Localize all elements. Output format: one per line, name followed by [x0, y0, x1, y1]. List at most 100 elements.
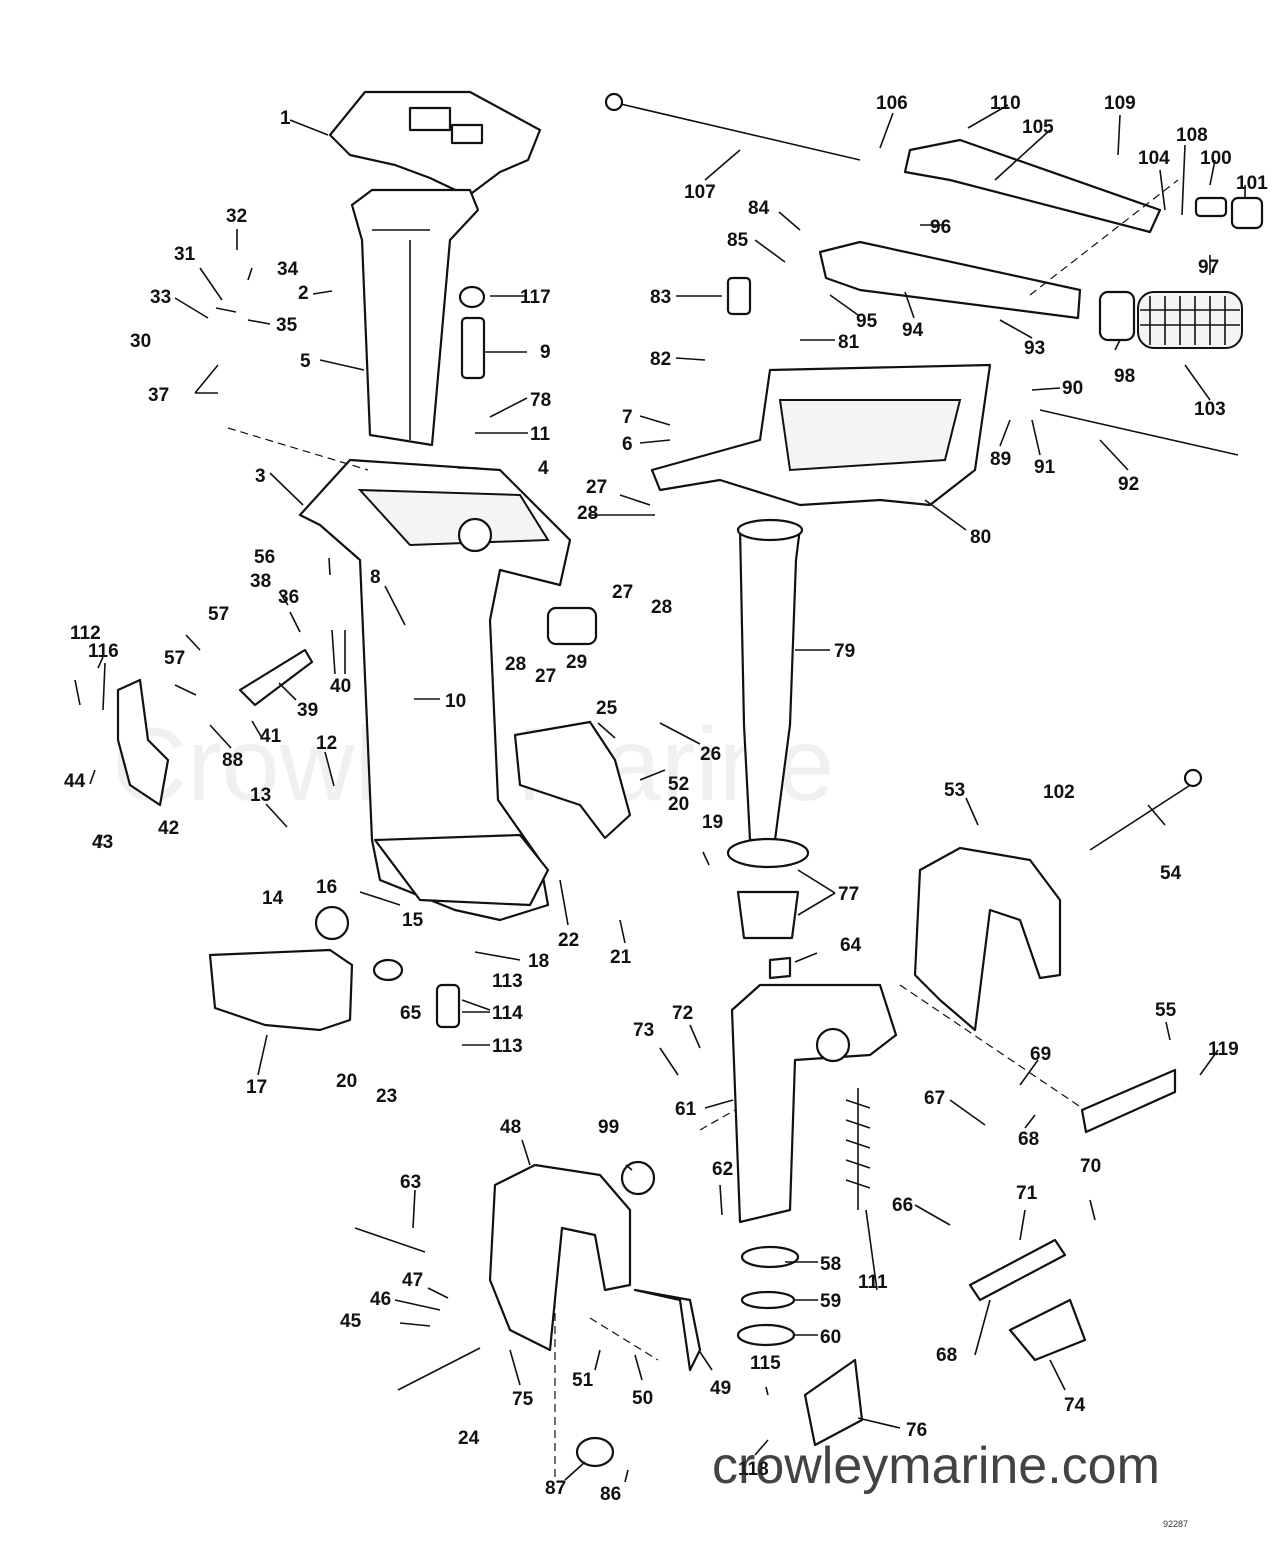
callout-2: 2 [298, 283, 309, 304]
callout-6: 6 [622, 434, 633, 455]
callout-109: 109 [1104, 93, 1136, 114]
callout-49: 49 [710, 1378, 731, 1399]
website-url: crowleymarine.com [712, 1437, 1160, 1495]
callout-labels: 1 2 3 4 5 6 7 8 9 10 11 12 13 14 15 16 1… [64, 93, 1268, 1505]
part-sleeve-114 [435, 983, 461, 1029]
gasket-window [408, 106, 452, 132]
callout-50: 50 [632, 1388, 653, 1409]
callout-72: 72 [672, 1003, 693, 1024]
callout-117: 117 [520, 287, 551, 308]
callout-57b: 57 [164, 648, 185, 669]
part-exhaust-tube [350, 188, 480, 447]
callout-61: 61 [675, 1099, 697, 1120]
callout-42: 42 [158, 818, 179, 839]
bolt-head [1183, 768, 1203, 788]
callout-27c: 27 [535, 666, 556, 687]
part-disc-87 [575, 1436, 615, 1468]
part-through-bolt-54 [1089, 781, 1196, 851]
callout-28a: 28 [577, 503, 598, 524]
part-bushing-77a [726, 837, 810, 869]
part-rod-24 [397, 1347, 481, 1391]
part-tiller-upper [903, 138, 1162, 234]
callout-53: 53 [944, 780, 965, 801]
callout-35: 35 [276, 315, 298, 336]
callout-12: 12 [316, 733, 337, 754]
part-cable-107 [611, 101, 861, 161]
callout-65: 65 [400, 1003, 422, 1024]
callout-80: 80 [970, 527, 991, 548]
callout-26: 26 [700, 744, 721, 765]
callout-102: 102 [1043, 782, 1075, 803]
part-knob-99 [620, 1160, 656, 1196]
callout-58: 58 [820, 1254, 841, 1275]
callout-27b: 27 [612, 582, 633, 603]
callout-85: 85 [727, 230, 749, 251]
callout-37: 37 [148, 385, 169, 406]
callout-118: 118 [738, 1459, 769, 1480]
callout-29: 29 [566, 652, 587, 673]
callout-74: 74 [1064, 1395, 1086, 1416]
callout-75: 75 [512, 1389, 534, 1410]
callout-81: 81 [838, 332, 860, 353]
housing-top-face [357, 488, 550, 547]
callout-22: 22 [558, 930, 579, 951]
part-bracket-42 [116, 678, 170, 807]
callout-115: 115 [750, 1353, 781, 1374]
part-plug-16 [314, 905, 350, 941]
callout-70: 70 [1080, 1156, 1101, 1177]
callout-113a: 113 [492, 971, 523, 992]
alignment-line [1029, 179, 1179, 296]
callout-46: 46 [370, 1289, 391, 1310]
callout-110: 110 [990, 93, 1021, 114]
callout-95: 95 [856, 311, 878, 332]
part-ring-60 [736, 1323, 796, 1347]
callout-93: 93 [1024, 338, 1045, 359]
callout-38: 38 [250, 571, 271, 592]
callout-71: 71 [1016, 1183, 1038, 1204]
callout-27a: 27 [586, 477, 607, 498]
callout-57a: 57 [208, 604, 229, 625]
callout-9: 9 [540, 342, 551, 363]
part-ring-58 [740, 1245, 800, 1269]
part-spring-100 [1194, 196, 1228, 218]
swivel-bracket-face [778, 399, 962, 472]
callout-32: 32 [226, 206, 247, 227]
callout-16: 16 [316, 877, 337, 898]
part-cap-65 [372, 958, 404, 982]
callout-68a: 68 [1018, 1129, 1039, 1150]
callout-82: 82 [650, 349, 671, 370]
callout-41: 41 [260, 726, 282, 747]
callout-63: 63 [400, 1172, 421, 1193]
alignment-line [227, 427, 369, 471]
part-gasket [328, 90, 542, 198]
callout-108: 108 [1176, 125, 1208, 146]
alignment-line [554, 1300, 659, 1480]
callout-96: 96 [930, 217, 951, 238]
callout-100: 100 [1200, 148, 1232, 169]
alignment-line [899, 984, 1086, 1111]
part-spring-111 [845, 1088, 871, 1210]
callout-112: 112 [70, 623, 101, 644]
callout-114: 114 [492, 1003, 523, 1024]
callout-67: 67 [924, 1088, 945, 1109]
callout-48: 48 [500, 1117, 521, 1138]
callout-60: 60 [820, 1327, 841, 1348]
callout-40: 40 [330, 676, 351, 697]
callout-28c: 28 [651, 597, 672, 618]
part-ring-59 [740, 1290, 796, 1310]
callout-107: 107 [684, 182, 716, 203]
part-rod-92 [1039, 409, 1239, 456]
callout-59: 59 [820, 1291, 841, 1312]
callout-90: 90 [1062, 378, 1083, 399]
callout-13: 13 [250, 785, 271, 806]
callout-33: 33 [150, 287, 171, 308]
callout-99: 99 [598, 1117, 619, 1138]
callout-56: 56 [254, 547, 275, 568]
callout-73: 73 [633, 1020, 654, 1041]
part-sleeve-9 [460, 316, 486, 380]
callout-62: 62 [712, 1159, 733, 1180]
callout-79: 79 [834, 641, 855, 662]
callout-11: 11 [530, 424, 551, 445]
callout-84: 84 [748, 198, 770, 219]
